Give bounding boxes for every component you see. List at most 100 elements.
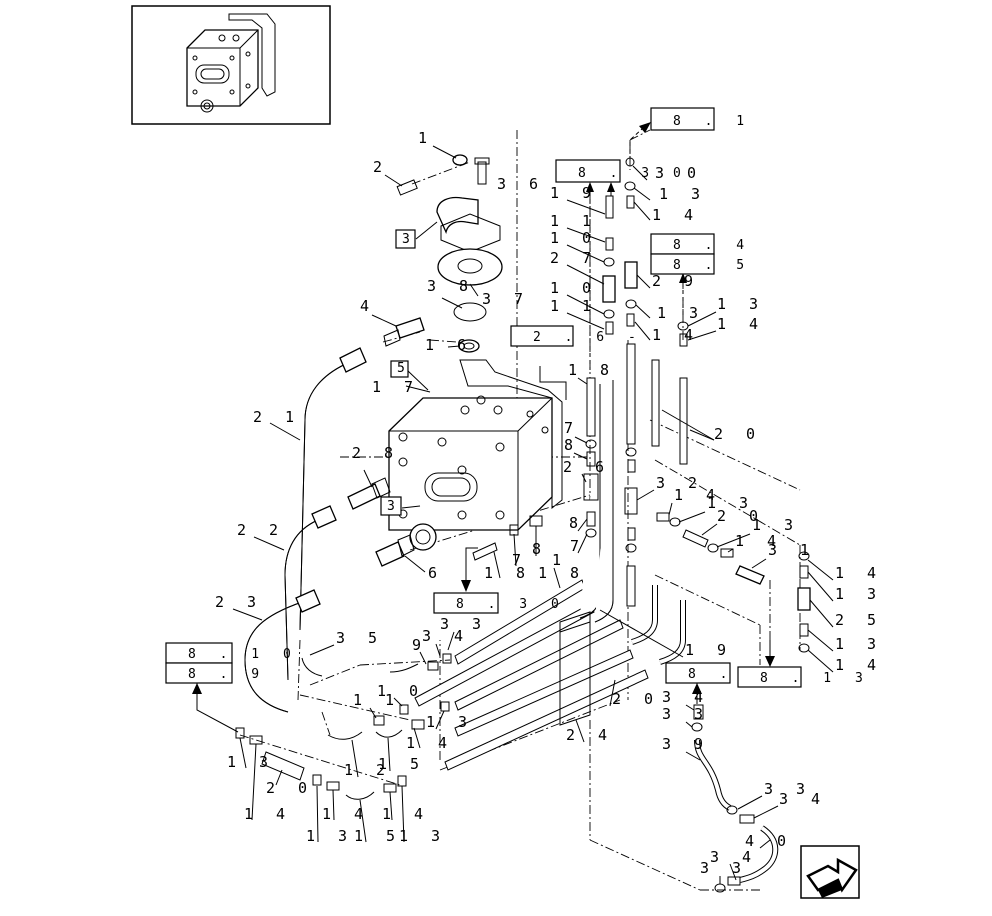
callout-c36[interactable]: 3 6 <box>497 175 545 193</box>
callout-c13c[interactable]: 1 3 <box>306 827 354 845</box>
callout-c33a[interactable]: 3 3 <box>440 615 488 633</box>
callout-c1[interactable]: 1 <box>418 129 434 147</box>
ref-box-r81a[interactable]: 8 . 1 <box>650 107 752 131</box>
callout-c14j[interactable]: 1 4 <box>835 564 883 582</box>
fitting-28[interactable] <box>347 477 391 510</box>
callout-c7a[interactable]: 7 <box>512 551 528 569</box>
callout-c34a[interactable]: 3 4 <box>422 627 470 645</box>
callout-c15a[interactable]: 1 5 <box>378 755 426 773</box>
ref-box-r85[interactable]: 8 . 5 <box>650 253 752 275</box>
callout-c33d[interactable]: 3 3 <box>700 859 748 877</box>
callout-c8c[interactable]: 8 <box>569 514 585 532</box>
callout-c14d[interactable]: 1 4 <box>382 805 430 823</box>
callout-c26[interactable]: 2 6 <box>563 458 611 476</box>
callout-c23[interactable]: 2 3 <box>215 593 263 611</box>
callout-c13j[interactable]: 1 3 <box>835 585 883 603</box>
callout-c24[interactable]: 2 4 <box>566 726 614 744</box>
hose-23[interactable] <box>244 589 321 713</box>
callout-c30[interactable]: 3 0 <box>655 164 703 182</box>
callout-c13i[interactable]: 1 3 <box>752 516 800 534</box>
callout-c10c[interactable]: 1 0 <box>550 279 598 297</box>
callout-c14h[interactable]: 1 4 <box>674 486 722 504</box>
callout-c14k[interactable]: 1 4 <box>835 656 883 674</box>
callout-c10a[interactable]: 1 0 <box>377 682 425 700</box>
ref-box-r89[interactable]: 8 . 9 <box>165 662 267 684</box>
callout-c9[interactable]: 9 <box>412 636 428 654</box>
callout-c13b[interactable]: 1 3 <box>227 753 275 771</box>
fitting-6[interactable] <box>375 534 415 567</box>
callout-c6[interactable]: 6 <box>428 564 444 582</box>
callout-c29[interactable]: 2 9 <box>652 272 700 290</box>
callout-c34b[interactable]: 3 4 <box>662 688 710 706</box>
callout-c20d[interactable]: 2 0 <box>612 690 660 708</box>
callout-c14g[interactable]: 1 4 <box>717 315 765 333</box>
ref-box-b3a[interactable]: 3 <box>395 229 418 249</box>
ref-box-r830b[interactable]: 8 . 3 0 <box>433 592 567 614</box>
callout-c12[interactable]: 1 2 <box>344 761 392 779</box>
ref-box-r84[interactable]: 8 . 4 <box>650 233 752 255</box>
callout-c14a[interactable]: 1 4 <box>406 734 454 752</box>
callout-c11a[interactable]: 1 1 <box>353 691 401 709</box>
callout-c20b[interactable]: 2 0 <box>714 425 762 443</box>
callout-c13a[interactable]: 1 3 <box>426 713 474 731</box>
callout-c19b[interactable]: 1 9 <box>685 641 733 659</box>
hose-39-40[interactable] <box>691 704 779 893</box>
callout-c13e[interactable]: 1 3 <box>659 185 707 203</box>
callout-c19a[interactable]: 1 9 <box>550 184 598 202</box>
hose-21[interactable] <box>299 347 367 631</box>
callout-c8b[interactable]: 8 <box>564 436 580 454</box>
ref-box-r830a[interactable]: 8 . 3 0 <box>555 159 689 183</box>
callout-c4[interactable]: 4 <box>360 297 376 315</box>
callout-c13k[interactable]: 1 3 <box>835 635 883 653</box>
callout-c18b[interactable]: 1 8 <box>568 361 616 379</box>
callout-c40[interactable]: 4 0 <box>745 832 793 850</box>
callout-c39[interactable]: 3 9 <box>662 735 710 753</box>
callout-c17[interactable]: 1 7 <box>372 378 420 396</box>
callout-c15b[interactable]: 1 5 <box>354 827 402 845</box>
callout-c8a[interactable]: 8 <box>532 540 548 558</box>
fittings-column-a[interactable] <box>472 195 616 561</box>
next-page-arrow-icon[interactable] <box>800 845 860 899</box>
callout-c18a[interactable]: 1 8 <box>484 564 532 582</box>
callout-c13f[interactable]: 1 3 <box>657 304 705 322</box>
hose-22[interactable] <box>284 505 337 681</box>
callout-c28[interactable]: 2 8 <box>352 444 400 462</box>
callout-c32[interactable]: 3 2 <box>656 474 704 492</box>
callout-c18c[interactable]: 1 8 <box>538 564 586 582</box>
ref-box-r813[interactable]: 8 . 1 3 <box>737 666 871 688</box>
callout-c2[interactable]: 2 <box>373 158 389 176</box>
callout-c13d[interactable]: 1 3 <box>399 827 447 845</box>
fittings-right[interactable] <box>656 512 811 653</box>
callout-c14c[interactable]: 1 4 <box>322 805 370 823</box>
callout-c10b[interactable]: 1 0 <box>550 229 598 247</box>
callout-c13h[interactable]: 1 3 <box>707 494 755 512</box>
ref-box-b3b[interactable]: 3 <box>380 496 403 516</box>
callout-c20a[interactable]: 2 0 <box>266 779 314 797</box>
callout-c20c[interactable]: 2 0 <box>717 507 765 525</box>
callout-c13g[interactable]: 1 3 <box>717 295 765 313</box>
pump-body[interactable] <box>388 359 563 551</box>
callout-c11c[interactable]: 1 1 <box>550 297 598 315</box>
ref-box-r26[interactable]: 2 . 6 - <box>510 325 644 347</box>
callout-c37[interactable]: 3 7 <box>482 290 530 308</box>
ref-box-b5[interactable]: 5 <box>390 360 413 378</box>
callout-c14e[interactable]: 1 4 <box>652 206 700 224</box>
callout-c11b[interactable]: 1 1 <box>550 212 598 230</box>
ref-box-r810[interactable]: 8 . 1 0 <box>165 642 299 664</box>
callout-c38[interactable]: 3 8 <box>427 277 475 295</box>
callout-c33b[interactable]: 3 3 <box>662 705 710 723</box>
fittings-column-b[interactable] <box>624 157 689 607</box>
callout-c34c[interactable]: 3 4 <box>779 790 827 808</box>
callout-c22[interactable]: 2 2 <box>237 521 285 539</box>
callout-c7b[interactable]: 7 <box>564 419 580 437</box>
callout-c31[interactable]: 3 1 <box>768 541 816 559</box>
callout-c14i[interactable]: 1 4 <box>735 532 783 550</box>
callout-c33c[interactable]: 3 3 <box>764 780 812 798</box>
callout-c25[interactable]: 2 5 <box>835 611 883 629</box>
callout-c27[interactable]: 2 7 <box>550 249 598 267</box>
fitting-4[interactable] <box>383 317 425 347</box>
callout-c7c[interactable]: 7 <box>570 537 586 555</box>
callout-c35[interactable]: 3 5 <box>336 629 384 647</box>
elbow-flange[interactable] <box>396 154 503 353</box>
callout-c16[interactable]: 1 6 <box>425 336 473 354</box>
